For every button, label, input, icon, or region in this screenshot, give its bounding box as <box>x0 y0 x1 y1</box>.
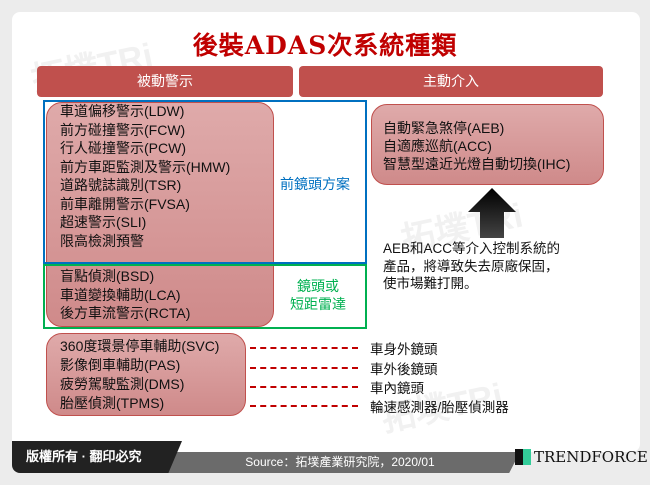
connector <box>250 367 358 369</box>
other-list: 360度環景停車輔助(SVC) 影像倒車輔助(PAS) 疲勞駕駛監測(DMS) … <box>60 337 219 413</box>
source: Source：拓墣產業研究院，2020/01 <box>160 452 520 473</box>
list-item: 胎壓偵測(TPMS) <box>60 395 165 411</box>
list-item: 後方車流警示(RCTA) <box>60 305 191 321</box>
trendforce-logo: TRENDFORCE <box>515 448 648 466</box>
note-line: 使市場難打開。 <box>383 276 478 291</box>
connector <box>250 347 358 349</box>
list-item: 自適應巡航(ACC) <box>383 138 492 154</box>
radar-label: 鏡頭或短距雷達 <box>290 277 346 313</box>
sensor-label: 車外後鏡頭 <box>370 362 438 377</box>
list-item: 盲點偵測(BSD) <box>60 268 155 284</box>
logo-icon <box>515 449 531 465</box>
page-title: 後裝ADAS次系統種類 <box>192 31 458 60</box>
radar-group <box>43 264 367 329</box>
note-line: AEB和ACC等介入控制系統的 <box>383 241 561 256</box>
logo-text: TRENDFORCE <box>534 448 648 466</box>
active-header: 主動介入 <box>299 66 603 97</box>
list-item: 前方碰撞警示(FCW) <box>60 121 186 138</box>
up-arrow-icon <box>468 188 516 238</box>
list-item: 影像倒車輔助(PAS) <box>60 357 181 373</box>
list-item: 行人碰撞警示(PCW) <box>60 140 186 156</box>
list-item: 智慧型遠近光燈自動切換(IHC) <box>383 156 571 172</box>
list-item: 限高檢測預警 <box>60 232 144 249</box>
list-item: 自動緊急煞停(AEB) <box>383 120 505 136</box>
note: AEB和ACC等介入控制系統的 產品，將導致失去原廠保固， 使市場難打開。 <box>383 240 560 293</box>
front-camera-label: 前鏡頭方案 <box>280 176 350 192</box>
list-item: 道路號誌識別(TSR) <box>60 177 182 193</box>
radar-list: 盲點偵測(BSD) 車道變換輔助(LCA) 後方車流警示(RCTA) <box>60 267 190 323</box>
list-item: 疲勞駕駛監測(DMS) <box>60 376 185 392</box>
radar-label-line: 短距雷達 <box>290 296 346 312</box>
list-item: 360度環景停車輔助(SVC) <box>60 338 220 354</box>
other-box <box>46 333 246 416</box>
sensor-label: 輪速感測器/胎壓偵測器 <box>370 400 509 415</box>
list-item: 車道偏移警示(LDW) <box>60 103 185 119</box>
sensor-label: 車身外鏡頭 <box>370 342 438 357</box>
list-item: 超速警示(SLI) <box>60 214 147 230</box>
active-box <box>371 104 604 185</box>
copyright: 版權所有 · 翻印必究 <box>12 441 182 473</box>
list-item: 車道變換輔助(LCA) <box>60 286 181 303</box>
connector <box>250 405 358 407</box>
list-item: 前方車距監測及警示(HMW) <box>60 158 231 175</box>
passive-box <box>46 102 274 327</box>
list-item: 前車離開警示(FVSA) <box>60 195 190 212</box>
passive-header: 被動警示 <box>37 66 293 97</box>
radar-label-line: 鏡頭或 <box>297 278 339 294</box>
front-camera-group <box>43 100 367 264</box>
front-camera-list: 車道偏移警示(LDW) 前方碰撞警示(FCW) 行人碰撞警示(PCW) 前方車距… <box>60 102 230 250</box>
sensor-label: 車內鏡頭 <box>370 381 424 396</box>
active-list: 自動緊急煞停(AEB) 自適應巡航(ACC) 智慧型遠近光燈自動切換(IHC) <box>383 119 570 173</box>
connector <box>250 386 358 388</box>
note-line: 產品，將導致失去原廠保固， <box>383 258 559 274</box>
